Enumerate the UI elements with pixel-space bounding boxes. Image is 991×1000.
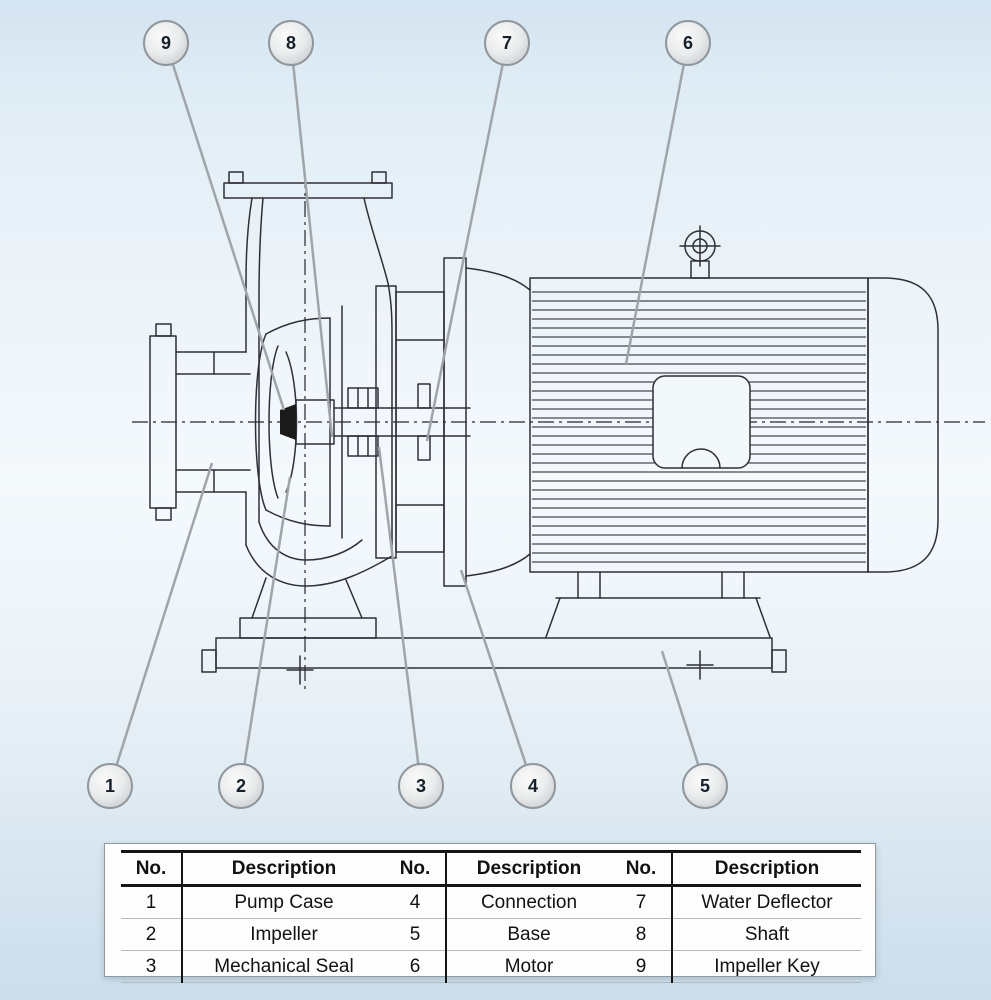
callout-number: 7 [502, 33, 512, 53]
callout-number: 1 [105, 776, 115, 796]
table-header-row: No. Description [611, 850, 861, 887]
callout-balloon [143, 20, 189, 66]
col-header-description: Description [672, 850, 861, 887]
callout-3: 3 [377, 446, 444, 809]
table-row: 8 Shaft [611, 918, 861, 951]
part-description: Base [446, 918, 611, 951]
part-description: Shaft [672, 918, 861, 951]
callout-number: 4 [528, 776, 538, 796]
part-description: Pump Case [182, 885, 385, 919]
col-header-no: No. [385, 850, 447, 887]
callout-number: 6 [683, 33, 693, 53]
part-number: 5 [385, 918, 447, 951]
callout-balloon [398, 763, 444, 809]
callout-balloon [484, 20, 530, 66]
eye-bolt [679, 225, 721, 279]
table-header-row: No. Description [121, 850, 385, 887]
callout-balloon [218, 763, 264, 809]
callout-balloon [510, 763, 556, 809]
part-description: Impeller Key [672, 950, 861, 983]
discharge-flange [223, 171, 393, 199]
motor [529, 277, 939, 573]
parts-table-2: No. Description 4 Connection 5 Base 6 Mo… [385, 850, 611, 983]
callout-layer: 1 2 3 4 5 [87, 20, 728, 809]
col-header-no: No. [611, 850, 673, 887]
callout-balloon [682, 763, 728, 809]
part-number: 7 [611, 885, 673, 919]
table-row: 2 Impeller [121, 918, 385, 951]
table-row: 9 Impeller Key [611, 950, 861, 983]
col-header-description: Description [182, 850, 385, 887]
callout-number: 9 [161, 33, 171, 53]
callout-6: 6 [624, 20, 711, 365]
part-description: Impeller [182, 918, 385, 951]
part-description: Water Deflector [672, 885, 861, 919]
part-number: 8 [611, 918, 673, 951]
table-row: 3 Mechanical Seal [121, 950, 385, 983]
col-header-description: Description [446, 850, 611, 887]
callout-7: 7 [425, 20, 530, 442]
callout-2: 2 [218, 476, 292, 809]
table-row: 6 Motor [385, 950, 611, 983]
callout-4: 4 [459, 569, 556, 809]
col-header-no: No. [121, 850, 183, 887]
connection-bracket [375, 257, 531, 587]
table-header-row: No. Description [385, 850, 611, 887]
pump-case [239, 197, 393, 639]
table-row: 4 Connection [385, 885, 611, 919]
impeller [254, 305, 343, 539]
water-deflector [417, 383, 431, 461]
callout-balloon [665, 20, 711, 66]
part-number: 9 [611, 950, 673, 983]
callout-5: 5 [660, 650, 728, 809]
part-number: 3 [121, 950, 183, 983]
table-row: 1 Pump Case [121, 885, 385, 919]
part-number: 4 [385, 885, 447, 919]
base [201, 637, 787, 685]
part-description: Motor [446, 950, 611, 983]
callout-number: 5 [700, 776, 710, 796]
callout-number: 3 [416, 776, 426, 796]
callout-1: 1 [87, 462, 214, 809]
parts-table-3: No. Description 7 Water Deflector 8 Shaf… [611, 850, 861, 983]
callout-9: 9 [143, 20, 286, 411]
part-number: 2 [121, 918, 183, 951]
callout-number: 8 [286, 33, 296, 53]
table-row: 5 Base [385, 918, 611, 951]
part-description: Connection [446, 885, 611, 919]
callout-balloon [268, 20, 314, 66]
impeller-key [280, 404, 296, 440]
motor-pedestal [545, 571, 771, 638]
part-number: 1 [121, 885, 183, 919]
mechanical-seal [347, 387, 379, 457]
callout-number: 2 [236, 776, 246, 796]
parts-table-panel: No. Description 1 Pump Case 2 Impeller 3… [104, 843, 876, 983]
part-number: 6 [385, 950, 447, 983]
table-row: 7 Water Deflector [611, 885, 861, 919]
suction-flange [149, 323, 251, 521]
callout-8: 8 [268, 20, 334, 438]
parts-table-1: No. Description 1 Pump Case 2 Impeller 3… [121, 850, 385, 983]
callout-balloon [87, 763, 133, 809]
part-description: Mechanical Seal [182, 950, 385, 983]
